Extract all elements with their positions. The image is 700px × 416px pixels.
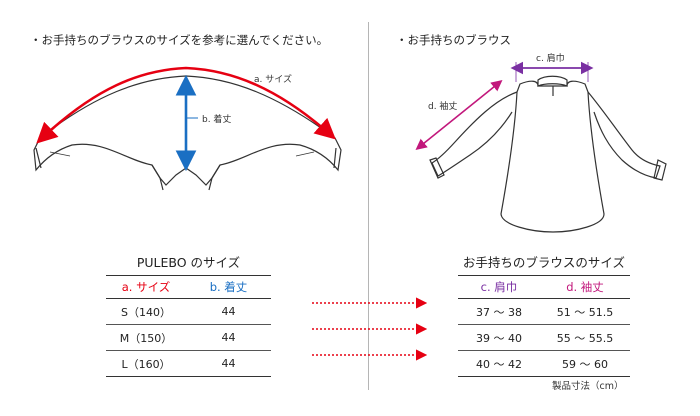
sleeve-arrow [415,79,503,151]
header-size: a. サイズ [121,280,171,294]
table-rule [458,376,630,377]
left-intro-text: ・お手持ちのブラウスのサイズを参考に選んでください。 [30,33,329,47]
table-rule [106,350,271,351]
bolero-drawing [33,75,342,191]
table-row: 37 ～ 38 51 ～ 51.5 [458,299,630,324]
cell-size: S（140） [121,305,171,319]
center-divider [368,22,369,390]
cell-shoulder: 40 ～ 42 [476,357,522,371]
table-rule [458,350,630,351]
cell-length: 44 [221,305,236,318]
size-arrow [36,66,336,144]
shoulder-label: c. 肩巾 [536,54,565,64]
length-label: b. 着丈 [202,115,232,125]
cell-sleeve: 59 ～ 60 [562,357,608,371]
table-rule [458,275,630,276]
cell-size: M（150） [119,331,173,345]
table-row: L（160） 44 [106,351,271,376]
size-label: a. サイズ [254,75,292,85]
right-intro-text: ・お手持ちのブラウス [396,33,511,47]
table-rule [458,298,630,299]
table-row: 40 ～ 42 59 ～ 60 [458,351,630,376]
sleeve-label: d. 袖丈 [428,102,458,112]
table-rule [106,275,271,276]
table-row: 39 ～ 40 55 ～ 55.5 [458,325,630,350]
cell-shoulder: 39 ～ 40 [476,331,522,345]
cell-shoulder: 37 ～ 38 [476,305,522,319]
table-rule [106,298,271,299]
header-length: b. 着丈 [209,280,248,294]
header-sleeve: d. 袖丈 [566,280,604,294]
table-header-row: a. サイズ b. 着丈 [106,276,271,298]
header-shoulder: c. 肩巾 [480,280,518,294]
blouse-table-title: お手持ちのブラウスのサイズ [462,255,626,270]
cell-length: 44 [221,357,236,370]
connector-arrows [312,297,428,361]
unit-note: 製品寸法（cm） [552,381,624,392]
pulebo-table-title: PULEBO のサイズ [136,255,241,270]
pulebo-size-table: PULEBO のサイズ a. サイズ b. 着丈 S（140） 44 M（150… [106,252,271,377]
table-header-row: c. 肩巾 d. 袖丈 [458,276,630,298]
cell-size: L（160） [121,357,171,371]
blouse-drawing [429,75,667,233]
cell-sleeve: 55 ～ 55.5 [556,331,614,345]
cell-length: 44 [221,331,236,344]
table-rule [458,324,630,325]
table-rule [106,324,271,325]
table-row: M（150） 44 [106,325,271,350]
table-row: S（140） 44 [106,299,271,324]
owned-blouse-size-table: お手持ちのブラウスのサイズ c. 肩巾 d. 袖丈 37 ～ 38 51 ～ 5… [458,252,630,377]
table-rule [106,376,271,377]
cell-sleeve: 51 ～ 51.5 [556,305,614,319]
